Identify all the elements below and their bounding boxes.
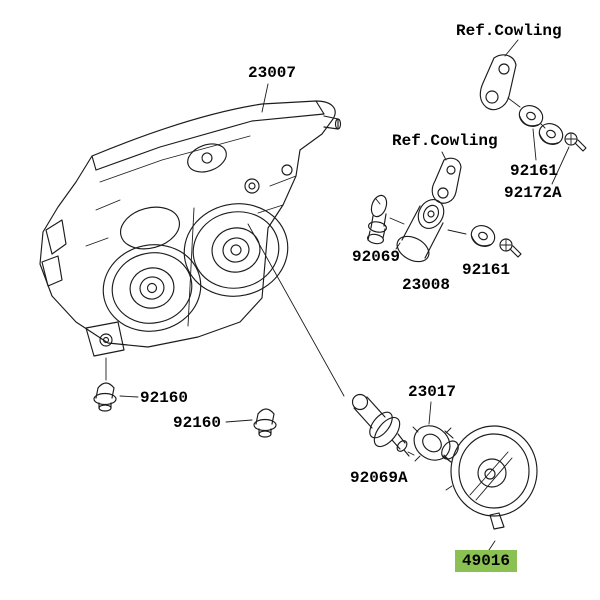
headlight-lens-left [95,236,209,340]
bulb-92069 [367,193,389,245]
part-label-23007[interactable]: 23007 [248,64,297,82]
part-label-92069a[interactable]: 92069A [350,469,408,487]
part-label-23017[interactable]: 23017 [408,383,457,401]
part-label-92161-top[interactable]: 92161 [510,162,559,180]
screw-mid [500,239,521,257]
grommet-92160-a [94,383,116,411]
leader-lines [106,40,569,550]
part-label-92069[interactable]: 92069 [352,248,401,266]
cowling-bracket-top [480,55,516,110]
screw-92172a [565,133,586,151]
part-label-92172a[interactable]: 92172A [504,184,562,202]
cover-49016 [446,426,537,529]
grommet-92160-b [254,409,276,437]
socket-23017 [407,419,461,468]
cowling-bracket-mid [432,158,461,203]
headlight-housing [40,101,341,356]
part-label-49016-highlighted[interactable]: 49016 [455,550,518,572]
ref-cowling-label-top: Ref.Cowling [456,22,562,40]
bulb-92069a [353,395,410,457]
part-label-23008[interactable]: 23008 [402,276,451,294]
headlight-lens-right [176,194,297,306]
socket-23008 [393,195,449,267]
part-label-92160-a[interactable]: 92160 [140,389,189,407]
grommet-92161-top-a [516,102,546,130]
ref-cowling-label-mid: Ref.Cowling [392,132,498,150]
part-label-92160-b[interactable]: 92160 [173,414,222,432]
grommet-92161-top-b [536,120,566,148]
grommet-92161-mid [468,222,498,250]
part-label-92161-mid[interactable]: 92161 [462,261,511,279]
